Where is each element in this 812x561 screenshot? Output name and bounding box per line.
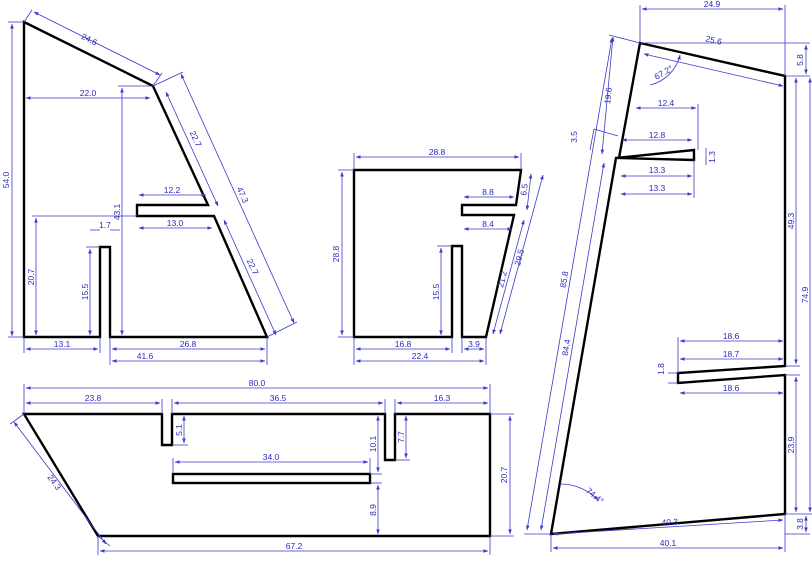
dim-label: 20.7	[499, 466, 509, 483]
dim-label: 43.1	[112, 203, 122, 220]
dim-label: 1.8	[656, 363, 666, 375]
dim-label: 22.7	[245, 257, 261, 276]
dim-label: 16.3	[434, 393, 451, 403]
dim-label: 20.7	[26, 268, 36, 285]
dim-label: 41.6	[137, 351, 154, 361]
dim-label: 12.2	[164, 185, 181, 195]
dim-label: 13.3	[649, 165, 666, 175]
dim-label: 84.4	[560, 338, 573, 356]
dim-label: 47.3	[235, 185, 251, 204]
dim-label: 1.7	[99, 220, 111, 230]
dim-label: 3.5	[569, 131, 579, 143]
dim-label: 80.0	[249, 378, 266, 388]
dim-label: 5.8	[795, 54, 805, 66]
dim-label: 12.8	[649, 130, 666, 140]
dim-label: 21.2	[495, 270, 509, 289]
dim-label: 26.8	[180, 339, 197, 349]
dim-label: 18.7	[723, 349, 740, 359]
dim-label: 8.8	[482, 187, 494, 197]
dim-label: 24.9	[704, 0, 721, 9]
part-a-dimension-lines	[8, 9, 298, 365]
dim-label: 5.1	[174, 424, 184, 436]
part-b-outline	[352, 168, 523, 339]
dim-label: 8.4	[482, 219, 494, 229]
part-d-outline	[549, 41, 787, 536]
part-c-dimension-lines	[9, 384, 514, 555]
dim-label: 13.1	[54, 339, 71, 349]
part-d-dimension-lines	[524, 5, 812, 552]
part-a-outline	[22, 20, 269, 339]
part-a-dimension-labels: 24.6 54.0 22.0 22.7 47.3 43.1 12.2 13.0 …	[1, 31, 261, 361]
dim-label: 8.9	[368, 504, 378, 516]
dim-label: 3.9	[468, 339, 480, 349]
dim-label: 25.6	[704, 33, 723, 46]
dim-label: 7.7	[396, 431, 406, 443]
part-c-dimension-labels: 80.0 23.8 36.5 16.3 5.1 7.7 10.1 34.0 24…	[45, 378, 509, 551]
dim-label: 74.9	[800, 286, 810, 303]
dim-label: 34.0	[263, 452, 280, 462]
dim-label: 28.8	[331, 245, 341, 262]
dim-label: 18.6	[723, 383, 740, 393]
dim-label: 85.8	[558, 270, 571, 288]
dim-label: 13.3	[649, 183, 666, 193]
dim-label: 23.9	[786, 436, 796, 453]
dim-label: 16.8	[395, 339, 412, 349]
dim-label: 40.1	[660, 538, 677, 548]
dim-label: 54.0	[1, 171, 11, 188]
part-b: 28.8 28.8 8.8 6.5 8.4 29.5 21.2 15.5 16.…	[331, 147, 544, 365]
dim-label: 74.4°	[584, 485, 606, 505]
dim-label: 13.0	[167, 218, 184, 228]
dim-label: 19.6	[602, 87, 614, 105]
dim-label: 28.8	[429, 147, 446, 157]
dim-label: 36.5	[270, 393, 287, 403]
dim-label: 22.0	[80, 88, 97, 98]
dim-label: 10.1	[368, 435, 378, 452]
dim-label: 40.3	[661, 516, 678, 527]
dim-label: 24.6	[80, 31, 100, 47]
dim-label: 29.5	[512, 248, 526, 267]
dim-label: 22.4	[412, 351, 429, 361]
dim-label: 12.4	[658, 98, 675, 108]
dim-label: 18.6	[723, 331, 740, 341]
dim-label: 15.5	[80, 283, 90, 300]
dim-label: 15.5	[431, 283, 441, 300]
part-d: 24.9 5.8 25.6 19.6 67.2° 12.4 3.5 12.8 1…	[524, 0, 812, 552]
dim-label: 1.3	[707, 151, 717, 163]
dim-label: 23.8	[85, 393, 102, 403]
dim-label: 6.5	[518, 183, 530, 196]
part-c-slot	[171, 472, 372, 485]
part-c: 80.0 23.8 36.5 16.3 5.1 7.7 10.1 34.0 24…	[9, 378, 514, 555]
dim-label: 67.2	[286, 541, 303, 551]
part-b-dimension-lines	[338, 153, 544, 365]
part-b-dimension-labels: 28.8 28.8 8.8 6.5 8.4 29.5 21.2 15.5 16.…	[331, 147, 530, 361]
dim-label: 3.8	[795, 518, 805, 530]
part-a: 24.6 54.0 22.0 22.7 47.3 43.1 12.2 13.0 …	[1, 9, 298, 365]
dim-label: 49.3	[786, 212, 796, 229]
